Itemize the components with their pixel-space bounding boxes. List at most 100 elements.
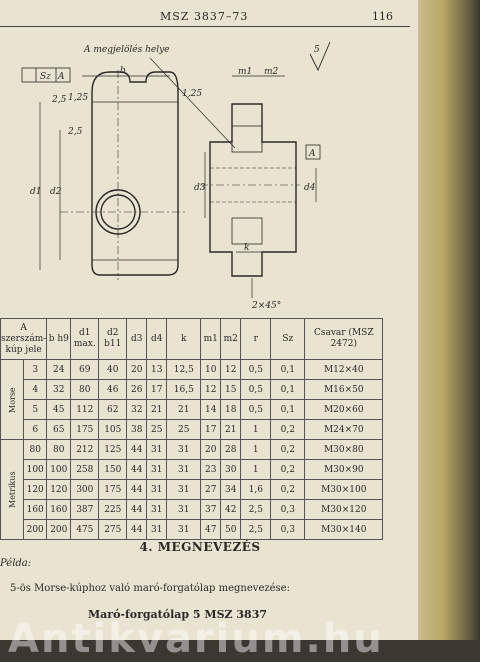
- standard-number: MSZ 3837–73: [160, 10, 249, 23]
- hatched-section-bottom: [231, 217, 263, 245]
- cell: 1: [240, 459, 272, 480]
- cell: 69: [70, 359, 100, 380]
- label-d2: d2: [50, 187, 62, 197]
- label-roughness: 5: [314, 45, 320, 55]
- cell: 0,2: [270, 419, 306, 440]
- cell: M30×90: [304, 459, 384, 480]
- header-b: b h9: [46, 318, 72, 360]
- page-header: MSZ 3837–73 116: [0, 6, 418, 27]
- label-125-left: 1,25: [68, 93, 88, 103]
- cell: 44: [126, 519, 148, 540]
- watermark: Antikvarium.hu: [8, 616, 384, 662]
- cell: 160: [46, 499, 72, 520]
- cell: 12: [200, 379, 222, 400]
- cell: 28: [220, 439, 242, 460]
- cell: 100: [23, 459, 48, 480]
- cell: 475: [70, 519, 100, 540]
- cell: 16,5: [166, 379, 202, 400]
- label-sz: Sz: [40, 72, 51, 82]
- example-lead: Példa:: [0, 558, 32, 569]
- cell: 4: [23, 379, 48, 400]
- cell: 1,6: [240, 479, 272, 500]
- header-d2: d2 b11: [98, 318, 128, 360]
- cell: 31: [146, 499, 168, 520]
- cell: 80: [70, 379, 100, 400]
- cell: 50: [220, 519, 242, 540]
- cell: 17: [200, 419, 222, 440]
- cell: 21: [146, 399, 168, 420]
- cell: M30×140: [304, 519, 384, 540]
- cell: 150: [98, 459, 128, 480]
- cell: 23: [200, 459, 222, 480]
- cell: 31: [166, 499, 202, 520]
- cell: 46: [98, 379, 128, 400]
- cell: 26: [126, 379, 148, 400]
- cell: 12,5: [166, 359, 202, 380]
- cell: 31: [146, 479, 168, 500]
- page-number: 116: [372, 10, 393, 23]
- label-d4: d4: [304, 183, 316, 193]
- cell: 44: [126, 499, 148, 520]
- cell: 1: [240, 419, 272, 440]
- cell: 225: [98, 499, 128, 520]
- bore-outer: [95, 189, 141, 235]
- cell: 200: [46, 519, 72, 540]
- cell: 0,3: [270, 499, 306, 520]
- side-view-outline: [209, 103, 297, 277]
- label-25-top: 2,5: [51, 95, 67, 105]
- cell: 24: [46, 359, 72, 380]
- cell: 31: [146, 519, 168, 540]
- cell: 80: [46, 439, 72, 460]
- cell: 12: [220, 359, 242, 380]
- designation-text: Maró-forgatólap 5 MSZ 3837: [88, 608, 268, 621]
- group-morse: Morse: [0, 359, 24, 440]
- header-sz: Sz: [270, 318, 306, 360]
- cell: 31: [166, 439, 202, 460]
- label-chamfer: 2×45°: [251, 301, 281, 311]
- cell: 31: [166, 459, 202, 480]
- cell: 120: [46, 479, 72, 500]
- cell: 14: [200, 399, 222, 420]
- cell: 10: [200, 359, 222, 380]
- cell: M16×50: [304, 379, 384, 400]
- cell: 20: [200, 439, 222, 460]
- header-d1: d1 max.: [70, 318, 100, 360]
- cell: 44: [126, 439, 148, 460]
- cell: 1: [240, 439, 272, 460]
- cell: 275: [98, 519, 128, 540]
- cell: 2,5: [240, 519, 272, 540]
- cell: 25: [166, 419, 202, 440]
- cell: 38: [126, 419, 148, 440]
- cell: 47: [200, 519, 222, 540]
- label-125-right: 1,25: [182, 89, 202, 99]
- cell: 105: [98, 419, 128, 440]
- cell: 32: [126, 399, 148, 420]
- cell: 65: [46, 419, 72, 440]
- cell: 2,5: [240, 499, 272, 520]
- datum-box: [305, 144, 321, 160]
- page-edge: [418, 0, 480, 640]
- cell: 15: [220, 379, 242, 400]
- cell: 44: [126, 459, 148, 480]
- dimensions-table: A szerszám-kúp jele b h9 d1 max. d2 b11 …: [0, 318, 384, 540]
- cell: M30×100: [304, 479, 384, 500]
- header-screw: Csavar (MSZ 2472): [304, 318, 384, 360]
- cell: 32: [46, 379, 72, 400]
- cell: 31: [166, 519, 202, 540]
- label-m1: m1: [238, 67, 252, 77]
- cell: 0,2: [270, 479, 306, 500]
- label-25-mid: 2,5: [67, 127, 83, 137]
- label-a-datum: A: [308, 149, 316, 159]
- cell: 0,2: [270, 439, 306, 460]
- header-r: r: [240, 318, 272, 360]
- cell: 258: [70, 459, 100, 480]
